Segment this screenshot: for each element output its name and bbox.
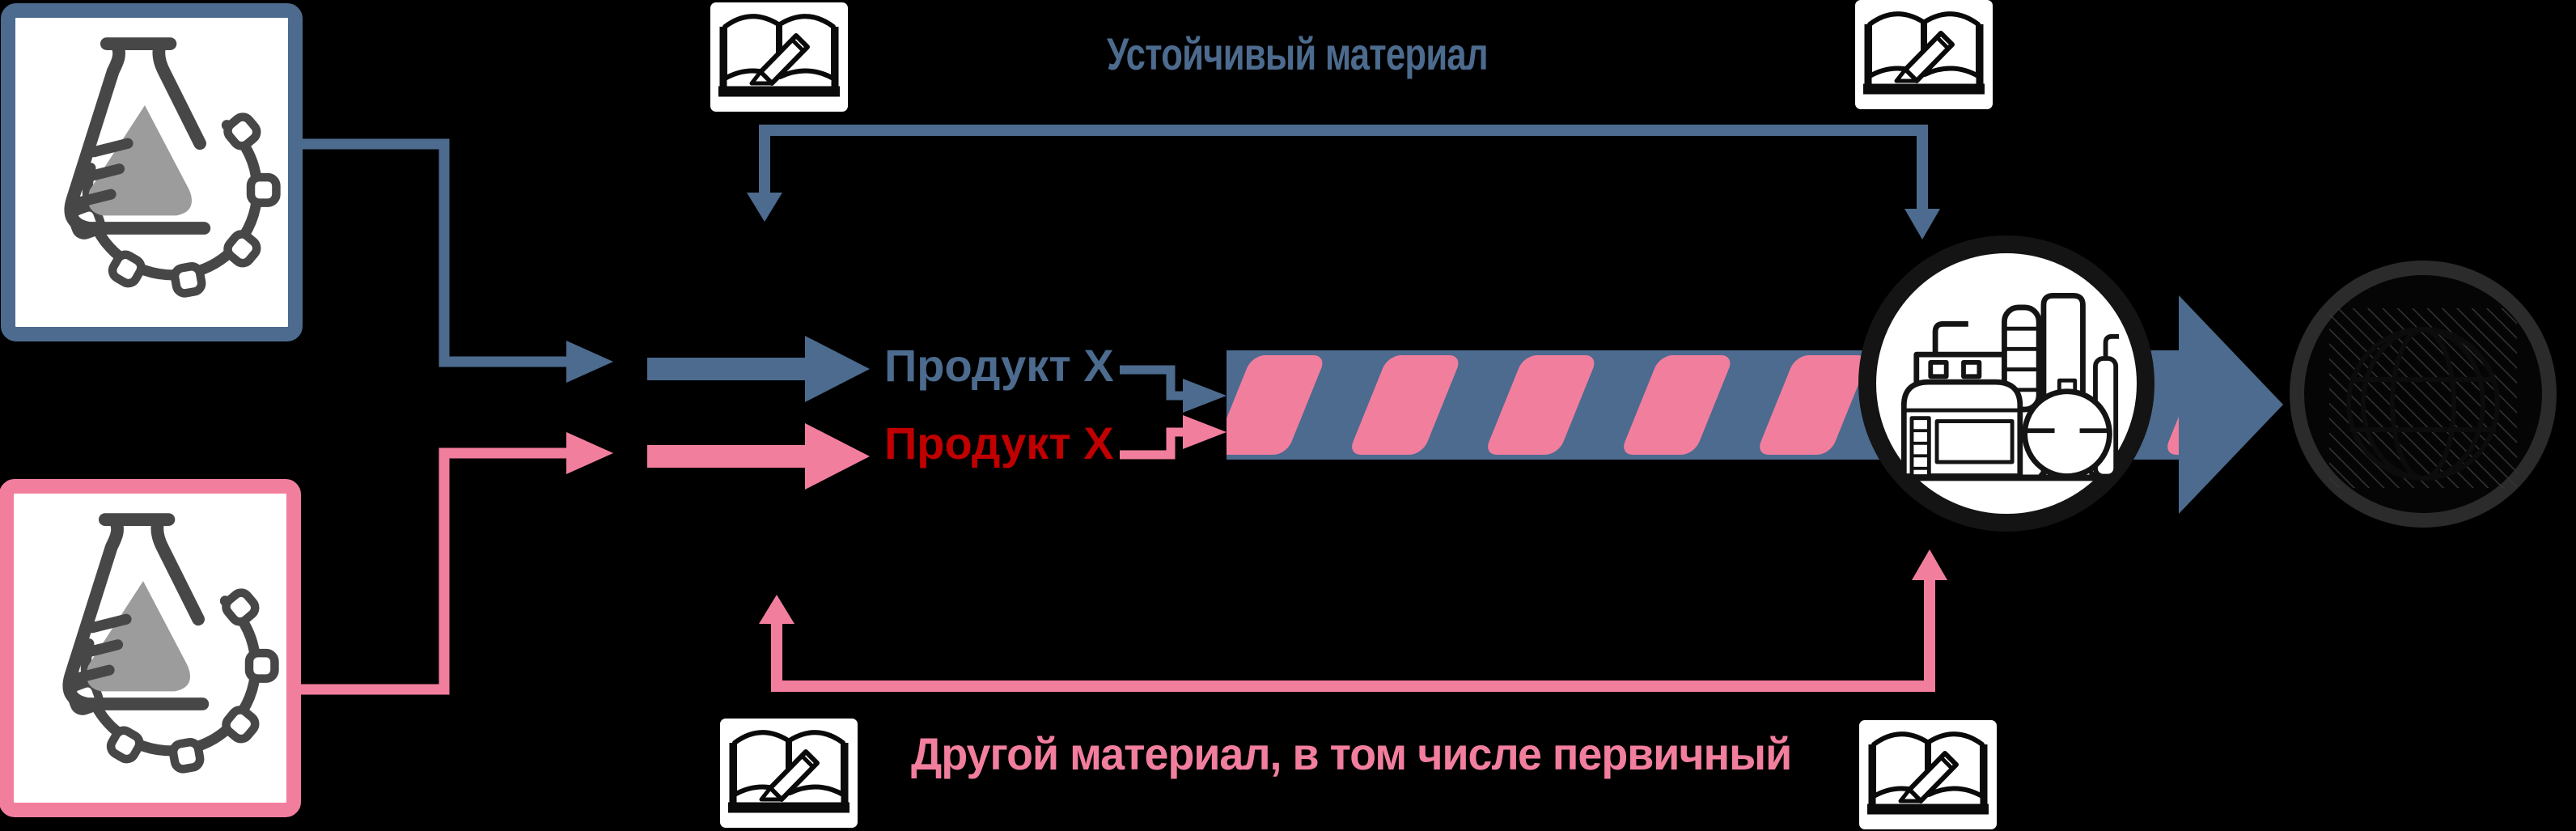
right-arrowhead (566, 432, 613, 474)
producer-box-sustainable (1, 3, 303, 341)
label-product-x-blue: Продукт Х (884, 340, 1114, 391)
label-other-material: Другой материал, в том числе первичный (911, 728, 1792, 779)
book-pencil-icon (1859, 720, 1997, 829)
sustainable-producer-connector (295, 138, 613, 383)
up-arrowhead (1912, 549, 1947, 580)
up-arrowhead (759, 595, 794, 624)
output-arrowhead (2179, 295, 2283, 514)
processing-plant-node (1858, 235, 2154, 532)
globe-hatched-icon (2297, 268, 2549, 520)
other-producer-connector (295, 432, 613, 695)
product-blue-to-bar-connector (1120, 365, 1227, 413)
down-arrowhead (747, 193, 782, 222)
label-product-x-red: Продукт Х (884, 418, 1114, 468)
book-pencil-icon (720, 719, 858, 828)
market-node (2297, 268, 2549, 520)
right-arrowhead (566, 341, 613, 383)
product-red-to-bar-connector (1120, 415, 1227, 460)
product-arrow-pink (647, 423, 870, 490)
product-arrow-blue (647, 336, 870, 402)
down-arrowhead (1904, 209, 1940, 240)
other-registry-path (759, 549, 1947, 692)
label-sustainable-material: Устойчивый материал (1107, 28, 1489, 79)
sustainable-registry-path (747, 125, 1940, 240)
book-pencil-icon (1855, 0, 1993, 109)
book-pencil-icon (710, 2, 848, 112)
producer-box-other (0, 479, 301, 817)
